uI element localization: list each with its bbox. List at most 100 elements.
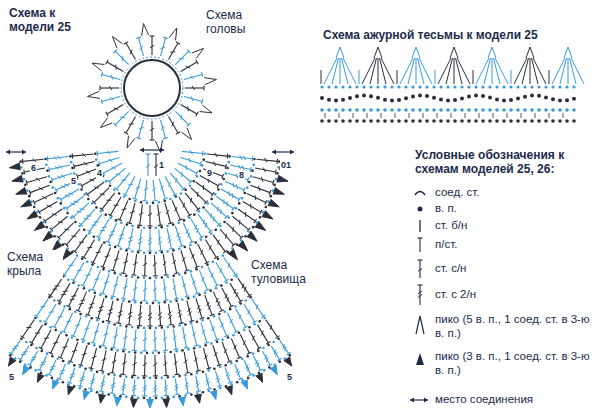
chain-dot [551,119,555,123]
stitch-symbol [163,254,166,275]
stitch-top [204,342,209,343]
stitch-bar [163,337,167,340]
stitch-top [158,325,163,326]
stitch-bar [51,366,56,367]
stitch-bar [61,294,66,296]
chain-dot [228,155,231,158]
stitch-bar [175,207,178,211]
picot-symbol [241,379,248,389]
stitch-bar [158,316,162,319]
stitch-top [57,300,61,303]
stitch-top [187,123,191,127]
stitch-top [96,236,100,239]
stitch-top [91,262,95,264]
chain-dot [460,108,464,112]
stitch-bar [79,242,84,243]
stitch-symbol [169,304,171,325]
stitch-bar [130,50,132,55]
stitch-symbol [83,267,92,286]
stitch-symbol [98,298,104,318]
stitch-symbol [203,348,208,368]
chain-dot [123,195,126,198]
stitch-bar [174,361,178,364]
join-head [272,150,276,155]
stitch-bar [143,386,147,389]
stitch-bar [138,313,142,316]
stitch-top [203,86,204,91]
chain-dot [119,248,122,251]
chain-dot [95,206,98,209]
chain-dot [140,352,143,355]
stitch-top [194,345,199,346]
chain-dot [204,292,207,295]
chain-dot [229,308,232,311]
stitch-top [215,284,219,286]
stitch-top [76,310,81,312]
chain-dot [178,248,181,251]
chain-dot [111,297,114,300]
stitch-bar [57,316,62,318]
stitch-bar [123,337,127,339]
stitch-bar [188,312,191,316]
stitch-bar [257,363,259,367]
stitch-symbol [60,338,68,357]
stitch-bar [143,389,147,392]
stitch-symbol [521,113,522,118]
stitch-symbol [66,229,80,245]
picot-symbol [163,398,170,407]
chain-dot [77,183,80,186]
chain-dot [509,98,513,102]
picot-symbol [34,221,45,230]
chain-dot [48,296,51,299]
chain-dot [341,85,344,88]
stitch-symbol [159,305,160,326]
stitch-bar [39,187,43,190]
stitch-top [47,156,49,161]
stitch-top [146,153,151,154]
stitch-symbol [50,278,62,295]
chain-dot [390,119,394,123]
chain-dot [175,195,178,198]
stitch-bar [72,350,77,351]
stitch-bar [164,385,168,388]
stitch-symbol [169,43,179,59]
chain-dot [530,94,534,98]
stitch-symbol [249,330,259,348]
stitch-symbol [419,58,432,84]
chain-dot [239,302,242,305]
stitch-top [220,310,225,312]
picot-symbol [488,47,496,58]
chain-dot [495,119,499,123]
chain-dot [257,350,260,353]
stitch-symbol [175,168,191,181]
stitch-symbol [206,373,210,389]
chain-dot [467,119,471,123]
stitch-bar [173,285,176,289]
stitch-symbol [222,342,229,362]
picot-symbol [416,353,424,365]
chain-dot [196,372,199,375]
chain-dot [183,219,186,222]
stitch-top [185,270,190,271]
stitch-symbol [45,304,56,322]
stitch-symbol [97,151,118,153]
stitch-bar [153,386,157,389]
stitch-top [174,273,179,274]
stitch-bar [283,344,285,349]
stitch-bar [245,212,246,217]
chain-dot [558,85,561,88]
stitch-bar [177,233,180,237]
stitch-bar [234,345,237,349]
chain-dot [34,317,37,320]
stitch-bar [207,302,210,306]
stitch-bar [216,375,219,379]
chain-dot [149,397,152,400]
chain-dot [164,351,167,354]
stitch-bar [163,287,167,290]
chain-dot [272,341,275,344]
stitch-bar [152,188,156,191]
chain-dot [79,366,82,369]
stitch-top [217,385,222,386]
chain-dot [175,350,178,353]
stitch-bar [108,312,113,314]
